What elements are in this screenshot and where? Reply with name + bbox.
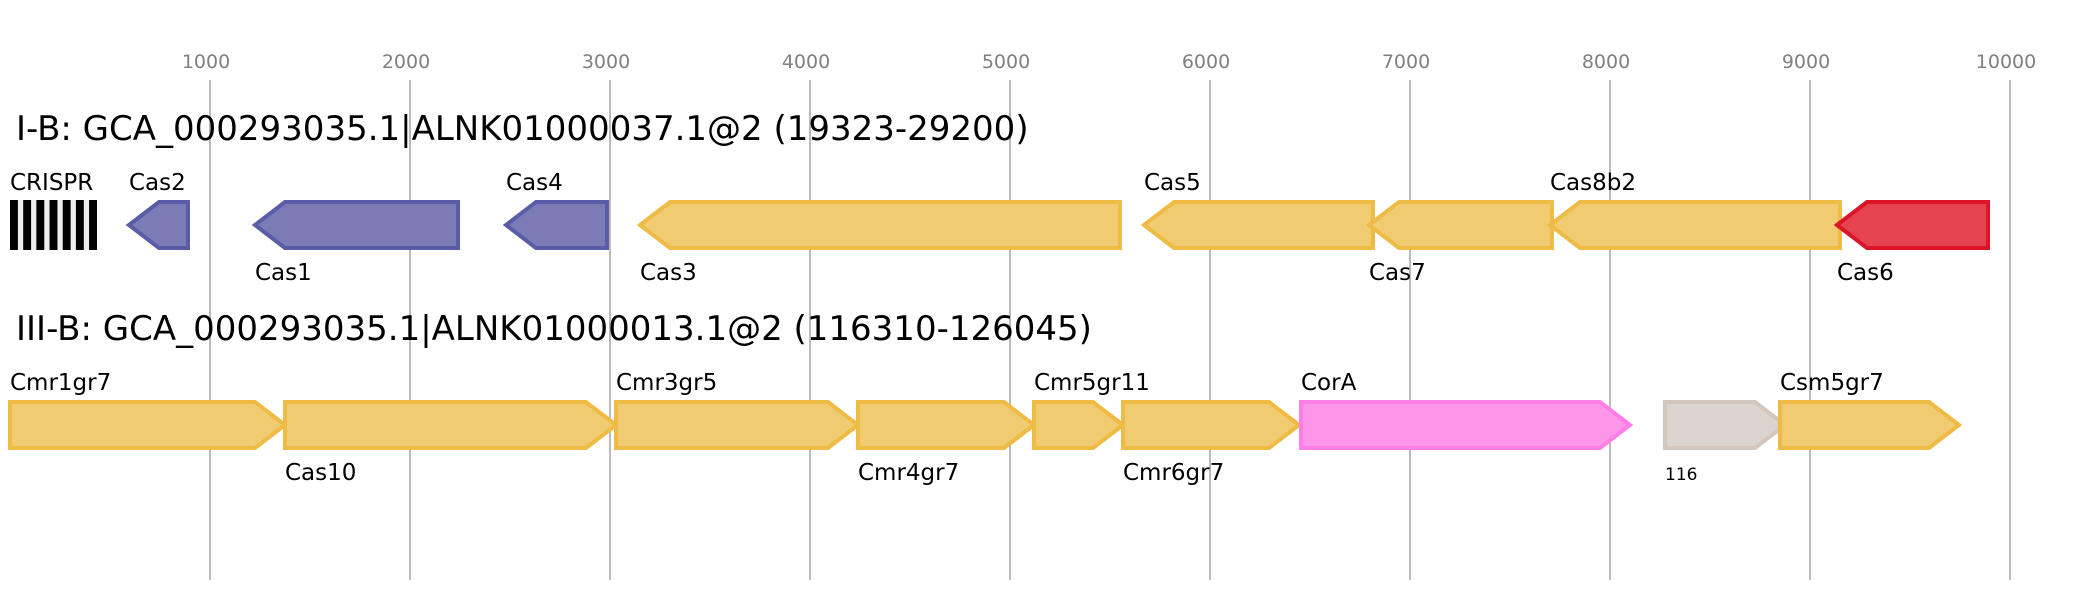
gene-arrow[interactable] [636,200,1122,250]
gene-cas4[interactable]: Cas4 [502,170,609,250]
gene-cmr1gr7[interactable]: Cmr1gr7 [8,370,289,450]
gene-cmr5gr11[interactable]: Cmr5gr11 [1032,370,1150,450]
tick-label: 4000 [782,51,830,73]
gene-label: Csm5gr7 [1780,370,1884,396]
gene-cas6[interactable]: Cas6 [1833,200,1990,286]
crispr-repeat [10,200,18,250]
crispr-repeat [36,200,45,250]
gene-arrow[interactable] [1365,200,1554,250]
gene-label: Cas2 [129,170,186,196]
gene-label: Cas4 [506,170,563,196]
gene-label: Cas6 [1837,260,1894,286]
gene-arrow[interactable] [1299,400,1634,450]
gene-label: Cas10 [285,460,356,486]
locus-track: I-B: GCA_000293035.1|ALNK01000037.1@2 (1… [10,109,1990,286]
locus-title: III-B: GCA_000293035.1|ALNK01000013.1@2 … [16,309,1092,349]
gene-arrow[interactable] [125,200,190,250]
gene-cas10[interactable]: Cas10 [283,400,620,486]
gene-cas2[interactable]: Cas2 [125,170,190,250]
gene-arrow[interactable] [1546,200,1842,250]
crispr-repeat [75,200,84,250]
gene-label: Cas5 [1144,170,1201,196]
crispr-array[interactable]: CRISPR [10,170,97,250]
gene-arrow[interactable] [1140,200,1375,250]
tick-label: 9000 [1782,51,1830,73]
gene-cmr3gr5[interactable]: Cmr3gr5 [614,370,862,450]
gene-arrow[interactable] [856,400,1038,450]
gene-csm5gr7[interactable]: Csm5gr7 [1778,370,1963,450]
gene-label: 116 [1665,465,1697,485]
gene-cmr4gr7[interactable]: Cmr4gr7 [856,400,1038,486]
gene-label: CorA [1301,370,1357,396]
gene-arrow[interactable] [502,200,609,250]
gene-label: Cmr4gr7 [858,460,959,486]
gene-arrow[interactable] [1778,400,1963,450]
gene-cas7[interactable]: Cas7 [1365,200,1554,286]
gene-label: Cmr3gr5 [616,370,717,396]
crispr-repeat [23,200,32,250]
tick-label: 8000 [1582,51,1630,73]
grid [209,80,2011,580]
gene-cmr6gr7[interactable]: Cmr6gr7 [1121,400,1303,486]
gene-arrow[interactable] [1032,400,1127,450]
tick-label: 2000 [382,51,430,73]
locus-track: III-B: GCA_000293035.1|ALNK01000013.1@2 … [8,309,1963,486]
gene-arrow[interactable] [614,400,862,450]
gene-label: Cas7 [1369,260,1426,286]
gene-label: Cas1 [255,260,312,286]
crispr-repeat [62,200,71,250]
gene-label: Cmr5gr11 [1034,370,1150,396]
tick-label: 10000 [1976,51,2036,73]
tick-label: 1000 [182,51,230,73]
x-axis: 1000 2000 3000 4000 5000 6000 7000 8000 9000 1000… [182,51,2036,73]
gene-cas1[interactable]: Cas1 [251,200,460,286]
gene-arrow[interactable] [1663,400,1789,450]
gene-cas3[interactable]: Cas3 [636,200,1122,286]
gene-cas8b2[interactable]: Cas8b2 [1546,170,1842,250]
gene-arrow[interactable] [1833,200,1990,250]
crispr-repeat [89,200,97,250]
gene-label: Cas3 [640,260,697,286]
tick-label: 6000 [1182,51,1230,73]
crispr-label: CRISPR [10,170,93,196]
loci: I-B: GCA_000293035.1|ALNK01000037.1@2 (1… [8,109,1990,486]
gene-arrow[interactable] [251,200,460,250]
gene-116[interactable]: 116 [1663,400,1789,485]
tick-label: 5000 [982,51,1030,73]
gene-label: Cmr6gr7 [1123,460,1224,486]
locus-title: I-B: GCA_000293035.1|ALNK01000037.1@2 (1… [16,109,1029,149]
gene-label: Cas8b2 [1550,170,1636,196]
crispr-repeat [49,200,58,250]
gene-arrow[interactable] [1121,400,1303,450]
gene-cora[interactable]: CorA [1299,370,1634,450]
gene-label: Cmr1gr7 [10,370,111,396]
tick-label: 3000 [582,51,630,73]
gene-cas5[interactable]: Cas5 [1140,170,1375,250]
tick-label: 7000 [1382,51,1430,73]
gene-arrow[interactable] [283,400,620,450]
gene-arrow[interactable] [8,400,289,450]
